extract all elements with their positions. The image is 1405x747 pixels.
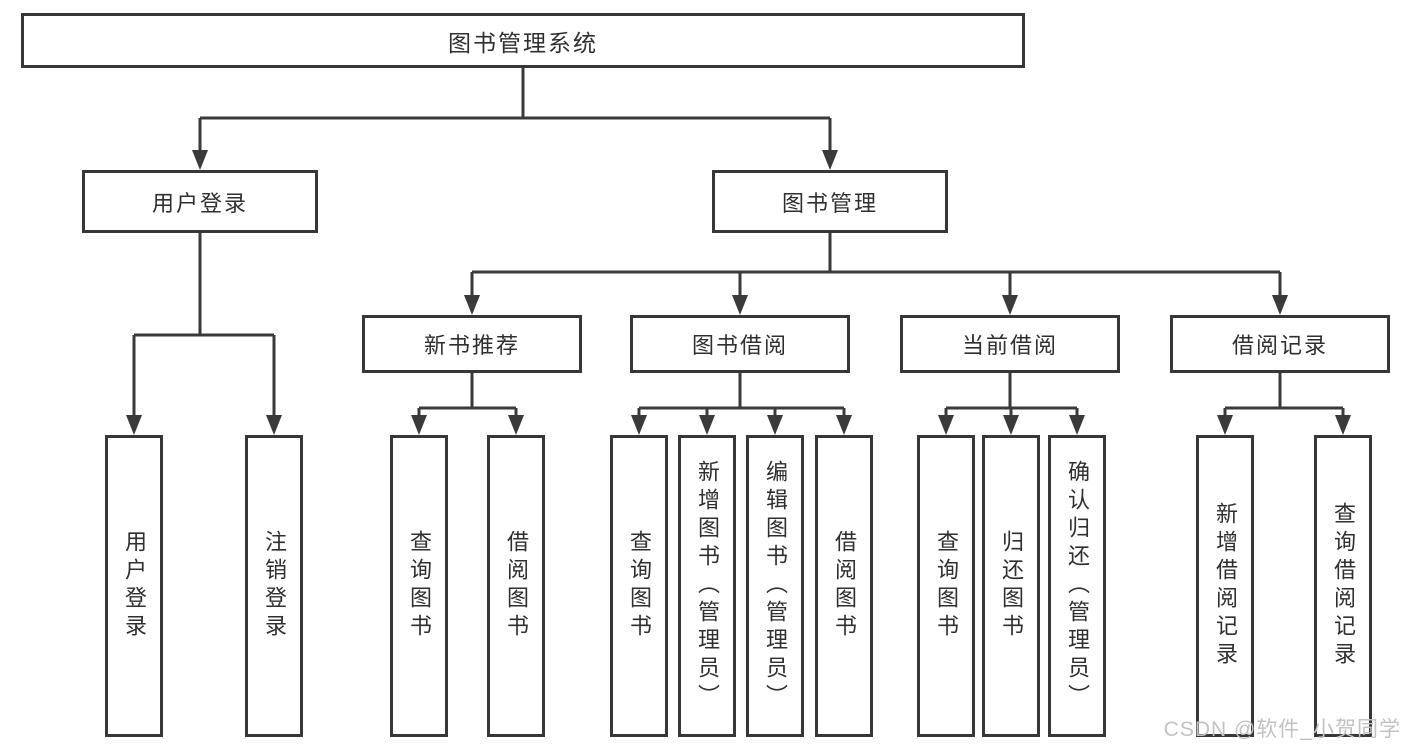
node-add-borrow-record: 新增借阅记录 [1196,435,1254,737]
node-new-book-recommendation: 新书推荐 [362,315,582,373]
node-borrow-books-recommend: 借阅图书 [487,435,545,737]
node-confirm-return-admin: 确认归还（管理员） [1048,435,1106,737]
node-current-borrowing: 当前借阅 [900,315,1120,373]
arrowheads [126,150,1351,435]
node-return-books: 归还图书 [982,435,1040,737]
node-user-login: 用户登录 [82,170,318,233]
node-add-books-admin: 新增图书（管理员） [678,435,736,737]
node-library-management-system: 图书管理系统 [21,13,1025,68]
node-book-management: 图书管理 [712,170,948,233]
node-borrowing-records: 借阅记录 [1170,315,1390,373]
node-edit-books-admin: 编辑图书（管理员） [746,435,804,737]
node-borrow-books-leaf: 借阅图书 [815,435,873,737]
node-query-books-recommend: 查询图书 [390,435,448,737]
node-logout-leaf: 注销登录 [245,435,303,737]
node-book-borrowing: 图书借阅 [630,315,850,373]
node-query-borrow-record: 查询借阅记录 [1314,435,1372,737]
node-query-books-current: 查询图书 [917,435,975,737]
node-query-books-borrowing: 查询图书 [610,435,668,737]
node-user-login-leaf: 用户登录 [105,435,163,737]
